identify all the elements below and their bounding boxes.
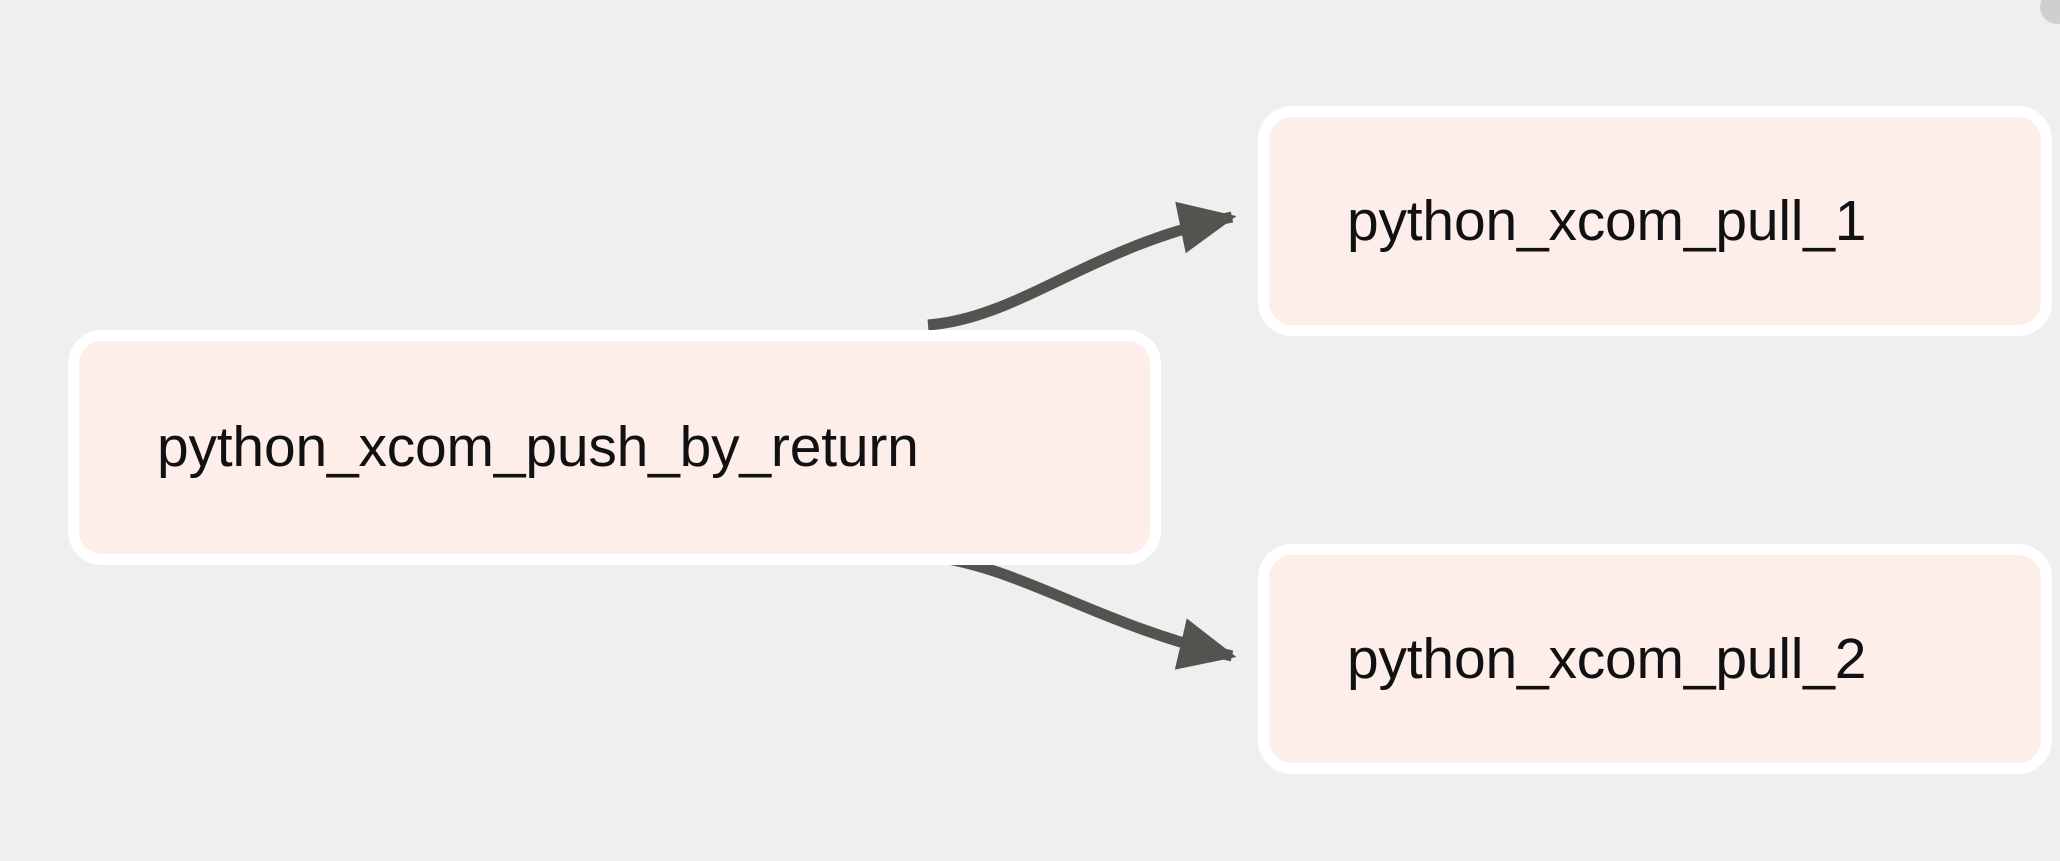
task-node-label: python_xcom_pull_2 bbox=[1347, 626, 1867, 691]
task-node-python-xcom-pull-1[interactable]: python_xcom_pull_1 bbox=[1258, 106, 2052, 336]
edge-push-to-pull-1[interactable] bbox=[927, 201, 1237, 331]
task-node-python-xcom-pull-2[interactable]: python_xcom_pull_2 bbox=[1258, 544, 2052, 774]
circle-handle-icon[interactable] bbox=[2040, 0, 2060, 24]
edge-push-to-pull-2[interactable] bbox=[927, 550, 1237, 670]
task-node-label: python_xcom_push_by_return bbox=[157, 415, 919, 479]
task-node-python-xcom-push-by-return[interactable]: python_xcom_push_by_return bbox=[68, 330, 1161, 565]
task-node-label: python_xcom_pull_1 bbox=[1347, 188, 1867, 253]
